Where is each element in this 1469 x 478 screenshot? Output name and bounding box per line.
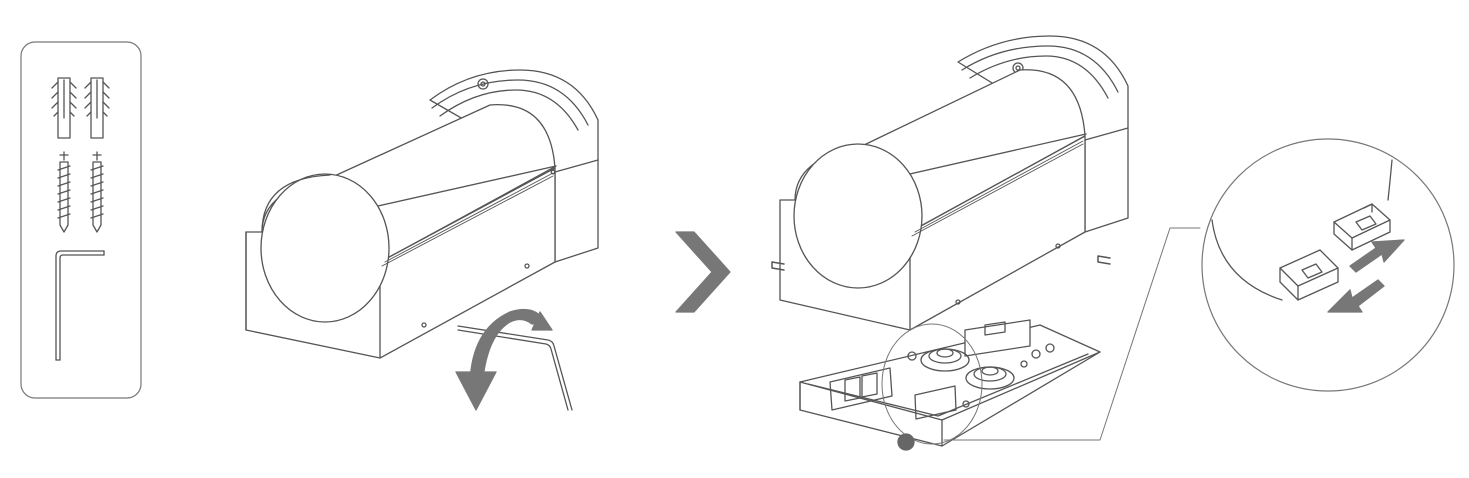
allen-key-icon <box>55 250 105 361</box>
parts-panel <box>20 41 142 399</box>
double-arrow-icon <box>1327 239 1405 313</box>
light-fixture-step2 <box>771 35 1129 447</box>
wall-plug-icon <box>51 77 77 139</box>
next-step-chevron-icon <box>675 231 731 313</box>
rotate-arrow-icon <box>455 308 553 411</box>
wall-plug-icon <box>84 77 110 139</box>
connector-detail <box>1201 138 1455 392</box>
light-fixture-step1 <box>245 69 599 359</box>
screw-icon <box>90 151 104 233</box>
screw-icon <box>57 151 71 233</box>
allen-key-icon <box>457 325 573 411</box>
leader-line <box>897 227 1201 451</box>
